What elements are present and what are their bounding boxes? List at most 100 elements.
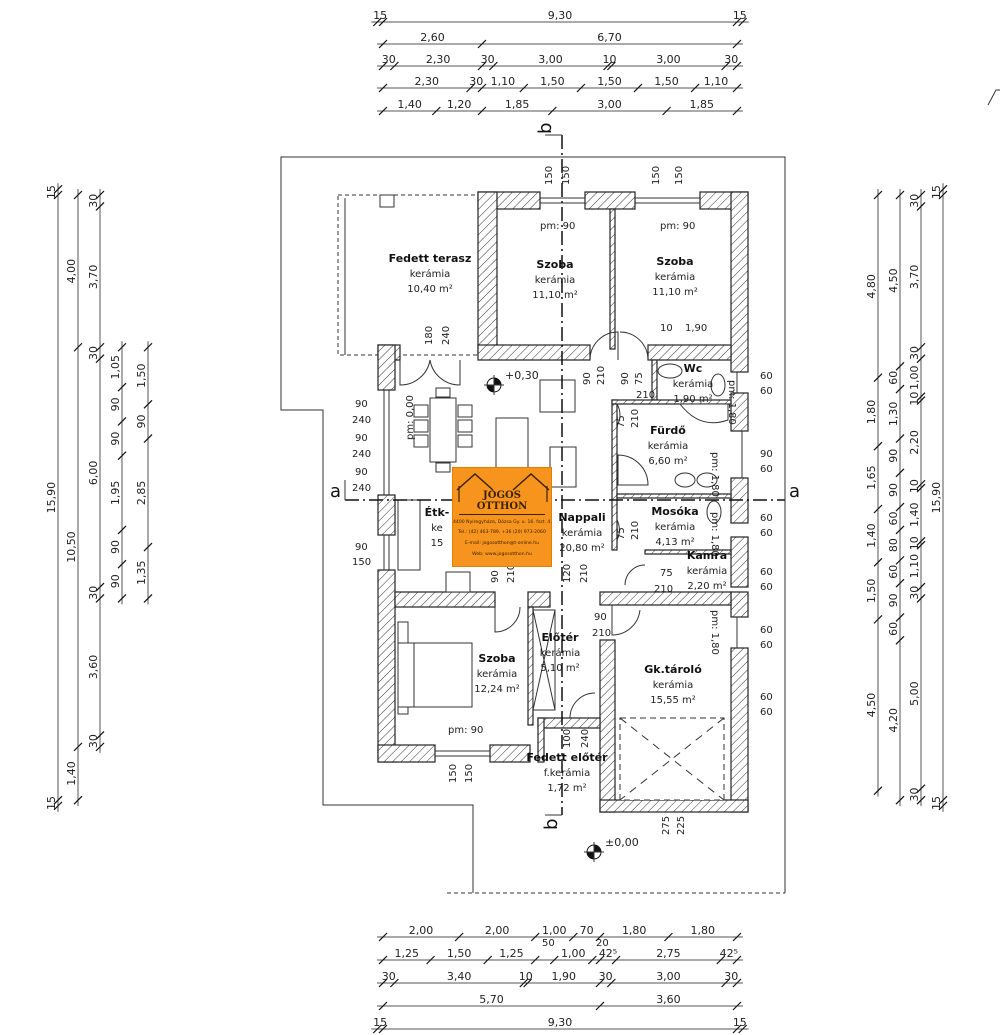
dimension-annotation: 60 [760, 513, 773, 524]
dimension-label: 1,50 [135, 364, 148, 389]
dimension-tick [732, 932, 742, 942]
dimension-annotation: 60 [760, 692, 773, 703]
dimension-label: 1,50 [447, 947, 472, 960]
dimension-label: 30 [908, 346, 921, 360]
dimension-label: 2,20 [908, 430, 921, 455]
dimension-label: 4,50 [865, 693, 878, 718]
dimension-annotation: 90 [760, 449, 773, 460]
dimension-tick [143, 542, 153, 552]
dimension-annotation: 60 [760, 464, 773, 475]
room-floor: kerámia [653, 679, 693, 691]
dimension-tick [895, 578, 905, 588]
dimension-tick [466, 83, 475, 93]
dimension-label: 30 [724, 970, 738, 983]
logo-title: JOGOS OTTHON [459, 490, 545, 515]
dimension-label: 2,00 [485, 924, 510, 937]
dimension-label: 9,30 [548, 9, 573, 22]
dimension-tick [895, 468, 905, 478]
dimension-tick [143, 594, 153, 603]
lot-outline [280, 156, 786, 894]
dimension-label: 3,00 [597, 98, 622, 111]
dimension-tick [73, 795, 83, 805]
dimension-label: 60 [887, 622, 900, 636]
room-floor: kerámia [540, 647, 580, 659]
dimension-tick [938, 184, 948, 194]
dimension-label: 2,85 [135, 481, 148, 506]
dimension-tick [431, 106, 441, 116]
room-floor: kerámia [535, 274, 575, 286]
dimension-label: 30 [908, 586, 921, 600]
walls [377, 191, 749, 813]
dimension-chain-right: 4,801,801,651,401,504,50 [865, 189, 883, 797]
dimension-tick [378, 1001, 388, 1011]
room-name: Előtér [542, 631, 580, 644]
dimension-annotation: pm: 1,80 [726, 380, 737, 425]
dimension-tick [895, 635, 905, 645]
dimension-annotation: 210 [592, 628, 611, 639]
dimension-chain-bottom: 5,70 3,60 [377, 993, 743, 1011]
room-floor: kerámia [673, 378, 713, 390]
dimension-tick [426, 955, 435, 965]
room-floor: kerámia [477, 668, 517, 680]
dimension-label: 5,70 [479, 993, 504, 1006]
dimension-annotation: 240 [580, 729, 591, 748]
section-mark-a-right: a [789, 481, 800, 502]
dimension-tick [389, 61, 399, 71]
dimension-annotation: 75 [660, 568, 673, 579]
dimension-label: 1,50 [540, 75, 565, 88]
dimension-label: 2,00 [409, 924, 434, 937]
dimension-tick [938, 801, 948, 811]
dimension-label: 1,10 [704, 75, 729, 88]
dimension-tick [732, 17, 742, 27]
dimension-tick [895, 190, 905, 200]
dimension-tick [664, 932, 673, 942]
dimension-tick [633, 83, 643, 93]
room-area: 6,60 m² [648, 456, 687, 467]
dimension-annotation: 1,90 [685, 323, 707, 334]
dimension-label: 42⁵ [599, 947, 617, 960]
dimension-tick [378, 61, 388, 71]
dimension-annotation: 120 [562, 564, 573, 583]
room-name: Nappali [558, 511, 605, 524]
room-floor: kerámia [687, 565, 727, 577]
dimension-label: 80 [887, 538, 900, 552]
dimension-tick [117, 525, 127, 535]
dimension-label: 3,60 [656, 993, 681, 1006]
room-area: 4,13 m² [655, 537, 694, 548]
dimension-label: 30 [481, 53, 495, 66]
dimension-tick [916, 582, 926, 592]
dimension-tick [95, 731, 105, 740]
dimension-label: 4,20 [887, 708, 900, 733]
dimension-tick [595, 978, 605, 988]
room-name: Szoba [536, 258, 573, 271]
dimension-label: 30 [908, 194, 921, 208]
company-logo: JOGOS OTTHON 4400 Nyíregyháza, Dózsa Gy.… [452, 467, 552, 567]
dimension-label: 90 [109, 540, 122, 554]
dimension-tick [873, 504, 883, 514]
dimension-annotation: pm: 90 [540, 221, 575, 232]
dimension-tick [738, 17, 748, 27]
dimension-label: 3,00 [538, 53, 563, 66]
dimension-annotation: 210 [636, 390, 655, 401]
dimension-label: 10 [908, 392, 921, 406]
dimension-label: 5,00 [908, 681, 921, 706]
room-floor: kerámia [655, 271, 695, 283]
dimension-label: 1,80 [690, 924, 715, 937]
windows [383, 197, 743, 757]
dimension-tick [716, 955, 726, 965]
dimension-tick [519, 978, 529, 988]
dimension-annotation: 50 [542, 938, 555, 949]
dimension-label: 3,70 [87, 265, 100, 290]
dimension-tick [916, 795, 926, 805]
dimension-label: 3,60 [87, 655, 100, 680]
